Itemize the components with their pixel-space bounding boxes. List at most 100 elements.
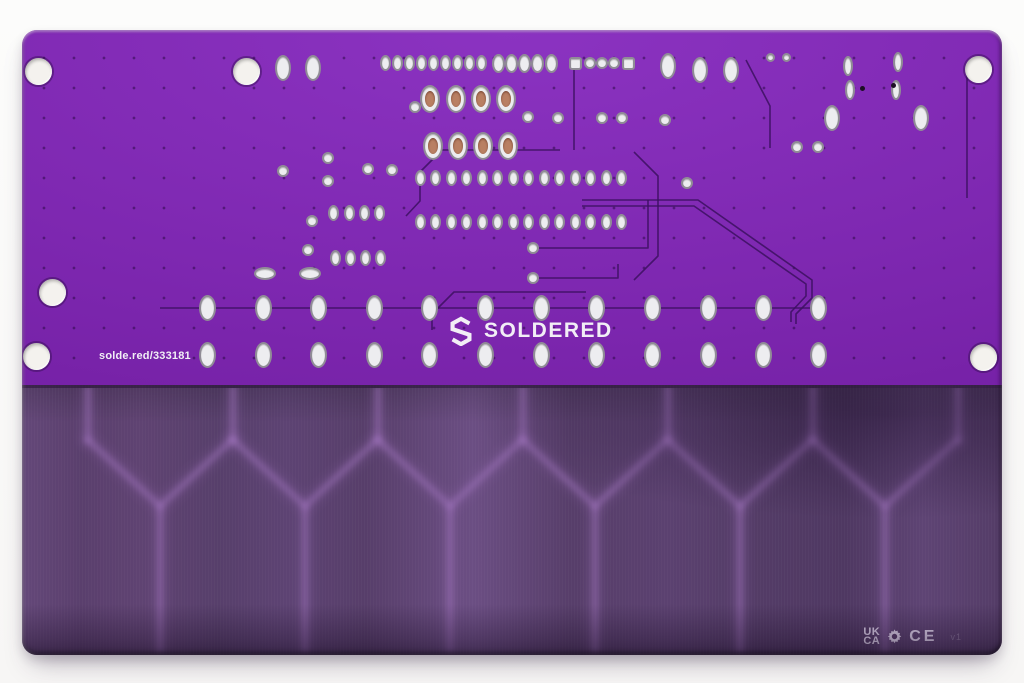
solder-pad xyxy=(913,105,929,131)
solder-pad xyxy=(600,214,612,230)
solder-pad xyxy=(754,342,772,368)
solder-pad xyxy=(553,214,565,230)
solder-pad xyxy=(379,55,391,71)
hex-segment-glow xyxy=(85,437,235,511)
solder-pad-copper xyxy=(843,56,853,76)
solder-pad xyxy=(507,214,519,230)
solder-pad xyxy=(530,53,544,73)
via-pad xyxy=(608,57,620,69)
mount-hole xyxy=(24,57,52,85)
solder-pad xyxy=(584,214,596,230)
drill-dot xyxy=(859,85,865,91)
via-pad xyxy=(812,141,824,153)
brand-name-text: SOLDERED xyxy=(484,319,613,342)
product-url-label: solde.red/333181 xyxy=(99,350,191,362)
hex-segment-glow xyxy=(80,432,240,517)
copper-fill xyxy=(428,138,438,154)
solder-pad xyxy=(299,266,321,280)
via-pad xyxy=(616,112,628,124)
solder-pad xyxy=(723,57,739,83)
solder-pad xyxy=(403,55,415,71)
solder-pad xyxy=(429,214,441,230)
copper-fill xyxy=(425,91,435,107)
copper-fill xyxy=(501,91,511,107)
solder-pad-copper xyxy=(471,85,491,113)
solder-pad xyxy=(504,53,518,73)
soldered-s-icon xyxy=(450,316,472,346)
hex-segment-glow xyxy=(225,432,385,517)
solder-pad xyxy=(809,295,827,321)
ukca-top-text: UK xyxy=(863,625,881,638)
solder-pad xyxy=(621,56,635,70)
solder-pad xyxy=(491,170,503,186)
hex-segment-glow xyxy=(515,432,675,517)
solder-pad-copper xyxy=(446,85,466,113)
solder-pad xyxy=(615,214,627,230)
via-pad xyxy=(596,112,608,124)
solder-pad xyxy=(517,53,531,73)
copper-trace xyxy=(745,59,771,148)
via-pad xyxy=(781,52,791,62)
via-pad xyxy=(522,111,534,123)
hex-segment-layer xyxy=(80,388,966,655)
solder-pad xyxy=(532,342,550,368)
solder-pad-copper xyxy=(448,132,468,160)
solder-pad xyxy=(414,170,426,186)
ukca-mark: UK CA xyxy=(863,625,881,647)
via-pad xyxy=(527,272,539,284)
solder-pad xyxy=(643,295,661,321)
solder-pad xyxy=(254,266,276,280)
solder-pad xyxy=(451,55,463,71)
hex-segment-glow xyxy=(665,437,815,511)
via-pad xyxy=(681,177,693,189)
solder-pad-copper xyxy=(891,80,901,100)
solder-pad xyxy=(615,170,627,186)
via-pad xyxy=(362,163,374,175)
via-pad xyxy=(409,101,421,113)
solder-pad xyxy=(476,214,488,230)
hex-segment-glow xyxy=(370,432,530,517)
solder-pad xyxy=(420,295,438,321)
solder-pad-copper xyxy=(496,85,516,113)
copper-fill xyxy=(503,138,513,154)
solder-pad xyxy=(275,55,291,81)
solder-pad xyxy=(463,55,475,71)
solder-pad xyxy=(476,170,488,186)
solder-pad xyxy=(460,170,472,186)
hex-segment-glow xyxy=(810,437,960,511)
solder-pad xyxy=(507,170,519,186)
solder-pad xyxy=(391,55,403,71)
copper-trace xyxy=(431,291,586,330)
ukca-bottom-text: CA xyxy=(863,634,881,647)
pcb-soldermask-area: SOLDERED solde.red/333181 xyxy=(22,30,1002,385)
via-pad xyxy=(527,242,539,254)
via-pad xyxy=(552,112,564,124)
via-pad xyxy=(659,114,671,126)
solder-pad xyxy=(415,55,427,71)
solder-pad xyxy=(254,342,272,368)
solder-pad xyxy=(327,205,339,221)
copper-trace xyxy=(582,205,807,322)
solder-pad xyxy=(429,170,441,186)
solder-pad xyxy=(692,57,708,83)
solder-pad xyxy=(824,105,840,131)
solder-pad xyxy=(344,250,356,266)
via-pad xyxy=(386,164,398,176)
copper-fill xyxy=(453,138,463,154)
solder-pad xyxy=(538,214,550,230)
via-pad xyxy=(306,215,318,227)
solder-pad xyxy=(569,214,581,230)
solder-pad xyxy=(309,342,327,368)
via-pad xyxy=(277,165,289,177)
hex-segment-glow xyxy=(805,432,965,517)
pads-layer xyxy=(22,30,1002,385)
solder-pad xyxy=(365,342,383,368)
version-mark: v1 xyxy=(950,631,962,642)
solder-pad xyxy=(476,342,494,368)
solder-pad xyxy=(532,295,550,321)
solder-pad xyxy=(427,55,439,71)
solder-pad xyxy=(358,205,370,221)
solder-pad-copper xyxy=(845,80,855,100)
solder-pad xyxy=(373,205,385,221)
